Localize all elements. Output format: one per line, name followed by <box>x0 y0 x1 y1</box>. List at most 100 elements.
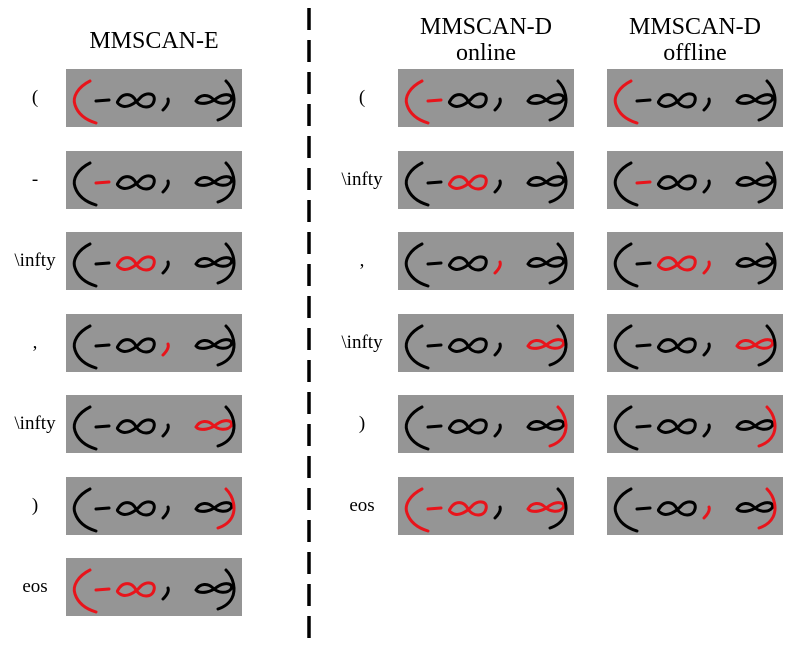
online-tile <box>398 314 574 372</box>
column-divider <box>307 8 311 648</box>
stroke-symbol-5 <box>548 242 568 285</box>
encoder-row-label: \infty <box>14 250 56 271</box>
stroke-symbol-3 <box>161 505 170 520</box>
stroke-symbol-1 <box>635 98 652 103</box>
highlighted-stroke-symbol-2 <box>115 255 156 272</box>
stroke-symbol-0 <box>613 487 639 533</box>
stroke-symbol-3 <box>161 586 170 601</box>
stroke-symbol-2 <box>115 337 156 354</box>
encoder-tile <box>66 69 242 127</box>
stroke-symbol-5 <box>216 242 236 285</box>
highlighted-stroke-symbol-5 <box>548 405 568 448</box>
highlighted-stroke-symbol-4 <box>526 338 566 350</box>
stroke-symbol-4 <box>735 419 775 431</box>
offline-title-line2: offline <box>663 40 727 66</box>
handwritten-expression <box>613 405 777 451</box>
stroke-symbol-5 <box>548 324 568 367</box>
highlighted-stroke-symbol-0 <box>72 568 98 614</box>
stroke-symbol-0 <box>404 161 430 207</box>
stroke-symbol-5 <box>548 487 568 530</box>
stroke-symbol-4 <box>526 175 566 187</box>
stroke-symbol-0 <box>613 405 639 451</box>
decoder-row-label: \infty <box>341 332 383 353</box>
stroke-symbol-2 <box>447 337 488 354</box>
stroke-symbol-3 <box>702 179 711 194</box>
highlighted-stroke-symbol-5 <box>216 487 236 530</box>
stroke-symbol-5 <box>757 79 777 122</box>
stroke-symbol-1 <box>426 261 443 266</box>
stroke-symbol-0 <box>72 405 98 451</box>
stroke-symbol-3 <box>161 423 170 438</box>
highlighted-stroke-symbol-1 <box>426 98 443 103</box>
stroke-symbol-1 <box>635 506 652 511</box>
online-tile <box>398 232 574 290</box>
stroke-symbol-4 <box>735 256 775 268</box>
encoder-tile <box>66 151 242 209</box>
highlighted-stroke-symbol-2 <box>447 500 488 517</box>
stroke-symbol-2 <box>115 174 156 191</box>
stroke-symbol-1 <box>94 261 111 266</box>
offline-title-line1: MMSCAN-D <box>628 14 762 40</box>
stroke-symbol-4 <box>735 175 775 187</box>
highlighted-stroke-symbol-2 <box>656 255 697 272</box>
highlighted-stroke-symbol-4 <box>194 419 234 431</box>
stroke-symbol-5 <box>216 405 236 448</box>
highlighted-stroke-symbol-2 <box>115 581 156 598</box>
highlighted-stroke-symbol-0 <box>72 79 98 125</box>
encoder-tile <box>66 558 242 616</box>
handwritten-expression <box>404 324 568 370</box>
encoder-row-label: eos <box>22 576 48 597</box>
highlighted-stroke-symbol-3 <box>493 260 502 275</box>
stroke-symbol-1 <box>94 343 111 348</box>
stroke-symbol-2 <box>656 418 697 435</box>
online-title-line1: MMSCAN-D <box>419 14 553 40</box>
decoder-row-label: ) <box>358 413 366 434</box>
highlighted-stroke-symbol-1 <box>426 506 443 511</box>
stroke-symbol-4 <box>526 93 566 105</box>
highlighted-stroke-symbol-1 <box>94 587 111 592</box>
encoder-row-label: ( <box>31 87 39 108</box>
stroke-symbol-2 <box>115 92 156 109</box>
decoder-row-label: eos <box>349 495 375 516</box>
stroke-symbol-1 <box>94 506 111 511</box>
online-tile <box>398 151 574 209</box>
highlighted-stroke-symbol-1 <box>94 180 111 185</box>
handwritten-expression <box>72 324 236 370</box>
handwritten-expression <box>613 324 777 370</box>
handwritten-expression <box>72 79 236 125</box>
stroke-symbol-1 <box>635 261 652 266</box>
stroke-symbol-0 <box>72 487 98 533</box>
stroke-symbol-1 <box>426 180 443 185</box>
stroke-symbol-4 <box>194 582 234 594</box>
handwritten-expression <box>613 161 777 207</box>
online-tile <box>398 477 574 535</box>
stroke-symbol-2 <box>115 500 156 517</box>
stroke-symbol-0 <box>613 324 639 370</box>
offline-column-title: MMSCAN-D offline <box>607 14 783 66</box>
handwritten-expression <box>72 487 236 533</box>
stroke-symbol-2 <box>656 174 697 191</box>
encoder-row-label: - <box>31 169 39 190</box>
highlighted-stroke-symbol-0 <box>404 487 430 533</box>
encoder-tile <box>66 232 242 290</box>
highlighted-stroke-symbol-1 <box>635 180 652 185</box>
stroke-symbol-2 <box>115 418 156 435</box>
stroke-symbol-3 <box>161 97 170 112</box>
stroke-symbol-4 <box>194 93 234 105</box>
stroke-symbol-5 <box>757 242 777 285</box>
highlighted-stroke-symbol-3 <box>702 505 711 520</box>
stroke-symbol-5 <box>757 161 777 204</box>
encoder-row-label: ) <box>31 495 39 516</box>
encoder-tile <box>66 395 242 453</box>
stroke-symbol-0 <box>72 324 98 370</box>
highlighted-stroke-symbol-4 <box>735 338 775 350</box>
stroke-symbol-4 <box>526 419 566 431</box>
handwritten-expression <box>613 79 777 125</box>
stroke-symbol-3 <box>493 179 502 194</box>
handwritten-expression <box>72 161 236 207</box>
stroke-symbol-5 <box>216 161 236 204</box>
highlighted-stroke-symbol-5 <box>757 405 777 448</box>
handwritten-expression <box>404 79 568 125</box>
stroke-symbol-4 <box>194 256 234 268</box>
